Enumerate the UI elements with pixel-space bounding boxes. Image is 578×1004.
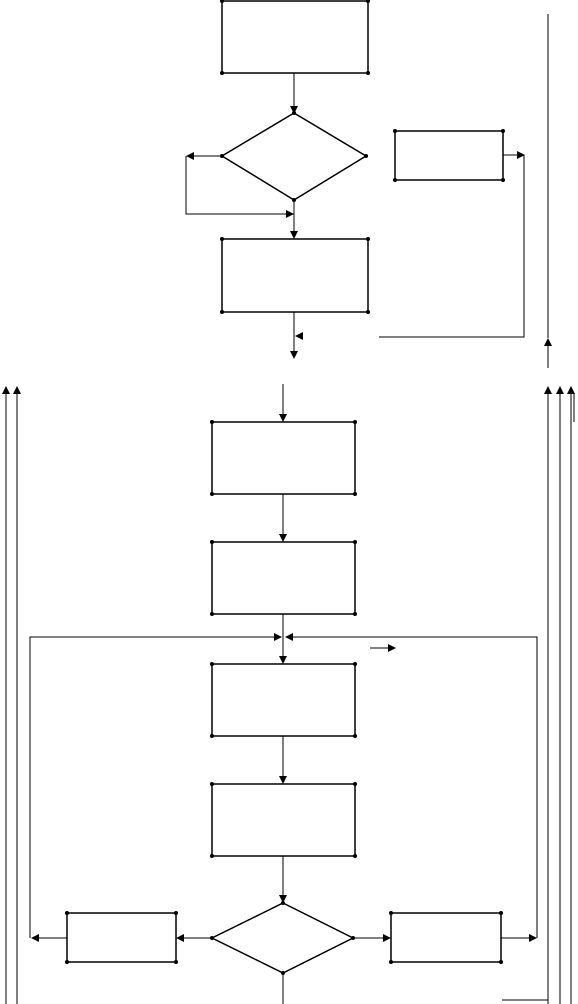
node-process-4 [210, 540, 357, 616]
node-branch-right [389, 911, 503, 964]
node-process-3 [210, 420, 357, 496]
edge-right-long-up [544, 14, 552, 368]
node-start-process [220, 0, 370, 75]
edge-left-return-lines [2, 386, 21, 1004]
node-side-process-right [393, 129, 505, 182]
node-decision-top [220, 111, 368, 202]
edge-process-3-to-process-4 [279, 494, 287, 542]
edge-decision-to-process-2 [290, 200, 298, 239]
edge-branch-right-out [501, 934, 537, 942]
edge-junction-loop-lines [29, 633, 538, 938]
edge-decision-to-branch-left [176, 934, 212, 942]
edge-process-5-to-process-6 [279, 736, 287, 784]
edge-entry-to-process-3 [279, 384, 287, 422]
edge-right-return-lines [502, 386, 575, 1004]
node-decision-bottom [210, 901, 355, 975]
node-process-6 [210, 782, 357, 858]
edge-branch-left-out [31, 934, 67, 942]
edge-side-process-loop [379, 151, 525, 338]
edge-start-to-decision [290, 73, 298, 114]
edge-decision-left-loop [185, 152, 294, 218]
edge-process-4-to-junction [279, 614, 287, 664]
edge-decision-to-branch-right [353, 934, 391, 942]
node-process-2 [220, 237, 370, 314]
edge-process-6-to-decision [279, 856, 287, 903]
edge-process-2-exit [290, 312, 303, 359]
node-branch-left [65, 911, 178, 964]
node-process-5 [210, 662, 357, 738]
